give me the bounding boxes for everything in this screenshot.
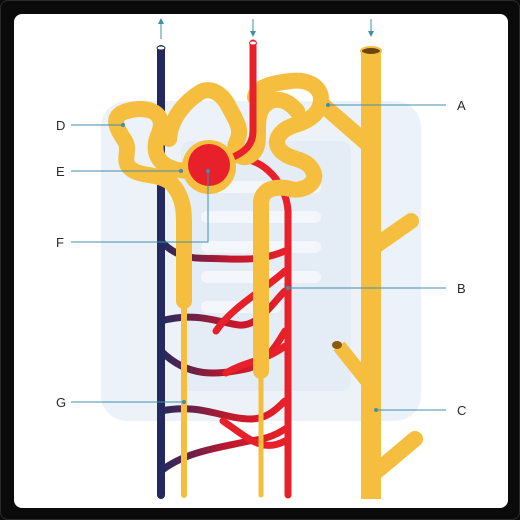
afferent-arteriole xyxy=(227,39,257,162)
label-b: B xyxy=(457,281,466,296)
capillary-loop-5 xyxy=(157,425,289,475)
nephron-tubule xyxy=(108,72,329,498)
label-f: F xyxy=(56,235,64,250)
arrow-down-icon xyxy=(368,19,374,37)
loop-ascending xyxy=(247,72,329,379)
duct-branch-opening xyxy=(332,341,342,349)
leader-lines xyxy=(71,103,446,412)
label-c: C xyxy=(457,403,466,418)
arrow-down-icon xyxy=(250,19,256,37)
arrow-up-icon xyxy=(158,18,164,39)
glomerulus xyxy=(182,140,236,194)
leader-f xyxy=(71,171,209,243)
proximal-convoluted-tubule xyxy=(108,101,195,309)
duct-top-opening xyxy=(360,46,382,56)
capillary-loop-2 xyxy=(157,287,289,329)
upper-coil xyxy=(161,82,305,166)
label-a: A xyxy=(457,98,466,113)
label-d: D xyxy=(56,118,65,133)
label-e: E xyxy=(56,164,65,179)
capillary-loop-4 xyxy=(157,397,289,423)
collecting-duct xyxy=(316,46,423,499)
label-g: G xyxy=(56,395,66,410)
